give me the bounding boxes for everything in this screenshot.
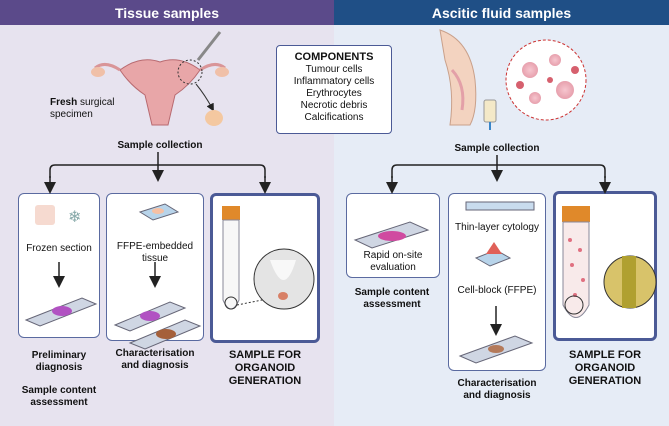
uterus-illustration	[91, 31, 229, 126]
left-characterisation-label: Characterisation and diagnosis	[115, 348, 195, 371]
slide-ffpe-1	[113, 301, 187, 332]
preliminary-diagnosis-label: Preliminary diagnosis	[31, 350, 87, 373]
left-tree-arrows	[44, 152, 271, 288]
cell-block-label: Cell-block (FFPE)	[457, 285, 537, 296]
component-item: Tumour cells	[305, 64, 363, 75]
cell-block-icon	[474, 242, 512, 267]
tube-right	[562, 206, 657, 318]
ffpe-tissue-label: FFPE-embedded tissue	[116, 241, 194, 264]
body-illustration	[439, 29, 587, 130]
left-organoid-label: SAMPLE FOR ORGANOID GENERATION	[228, 349, 302, 387]
component-item: Necrotic debris	[300, 100, 368, 111]
component-item: Inflammatory cells	[293, 76, 375, 87]
left-sample-content-assessment: Sample content assessment	[21, 385, 97, 408]
slide-rapid	[353, 221, 430, 249]
component-item: Erythrocytes	[306, 88, 362, 99]
ffpe-block-icon	[138, 203, 180, 221]
tissue-header: Tissue samples	[0, 0, 334, 25]
slide-ffpe-2	[128, 319, 202, 350]
slide-frozen	[24, 297, 98, 327]
right-sample-content-assessment: Sample content assessment	[354, 287, 430, 310]
rapid-evaluation-label: Rapid on-site evaluation	[363, 250, 423, 273]
right-characterisation-label: Characterisation and diagnosis	[457, 378, 537, 401]
right-organoid-label: SAMPLE FOR ORGANOID GENERATION	[568, 349, 642, 387]
components-title: COMPONENTS	[294, 51, 374, 63]
right-tree-arrows	[386, 155, 611, 336]
right-sample-collection: Sample collection	[454, 143, 540, 154]
thin-layer-slide	[465, 201, 535, 211]
thin-layer-label: Thin-layer cytology	[455, 222, 539, 233]
snowflake-icon: ❄	[68, 209, 81, 226]
frozen-section-label: Frozen section	[26, 243, 92, 254]
ascitic-header: Ascitic fluid samples	[334, 0, 669, 25]
tube-left	[222, 206, 315, 310]
component-item: Calcifications	[304, 112, 364, 123]
components-box: COMPONENTS Tumour cells Inflammatory cel…	[276, 45, 392, 134]
cytology-box	[448, 193, 546, 371]
fresh-specimen-label: Fresh surgical specimen	[50, 97, 115, 120]
slide-cell-block	[458, 335, 534, 364]
left-sample-collection: Sample collection	[117, 140, 203, 151]
frozen-tissue-icon	[35, 205, 55, 225]
